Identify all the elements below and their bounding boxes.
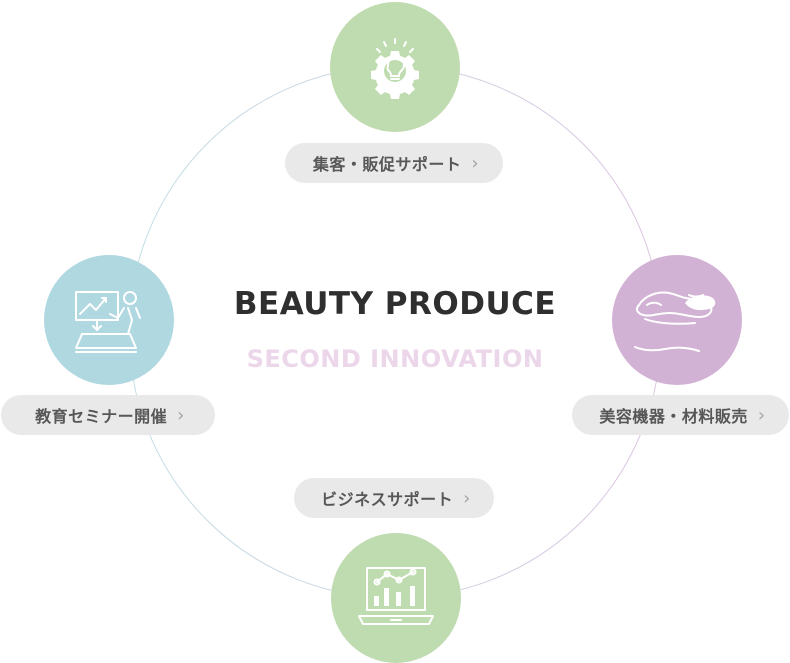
presentation-icon [75, 291, 141, 353]
laptop-chart-icon [358, 567, 434, 625]
marketing-support-node[interactable] [330, 2, 460, 132]
chevron-right-icon: › [177, 404, 185, 426]
marketing-support-button[interactable]: 集客・販促サポート › [285, 143, 503, 183]
education-seminar-label: 教育セミナー開催 [35, 407, 168, 426]
lightbulb-gear-icon [371, 38, 419, 99]
business-support-label: ビジネスサポート [321, 490, 454, 509]
business-support-button[interactable]: ビジネスサポート › [294, 478, 494, 518]
chevron-right-icon: › [471, 152, 480, 174]
diagram-title: BEAUTY PRODUCE [233, 286, 557, 322]
beauty-equipment-label: 美容機器・材料販売 [599, 407, 748, 426]
education-seminar-button[interactable]: 教育セミナー開催 › [1, 395, 215, 435]
business-support-node[interactable] [331, 533, 461, 663]
beauty-device-icon [634, 291, 716, 352]
beauty-equipment-node[interactable] [612, 255, 742, 385]
education-seminar-node[interactable] [44, 255, 174, 385]
chevron-right-icon: › [463, 487, 471, 509]
chevron-right-icon: › [757, 404, 766, 426]
diagram-subtitle: SECOND INNOVATION [246, 345, 544, 373]
beauty-equipment-button[interactable]: 美容機器・材料販売 › [572, 395, 789, 435]
marketing-support-label: 集客・販促サポート [312, 155, 462, 174]
